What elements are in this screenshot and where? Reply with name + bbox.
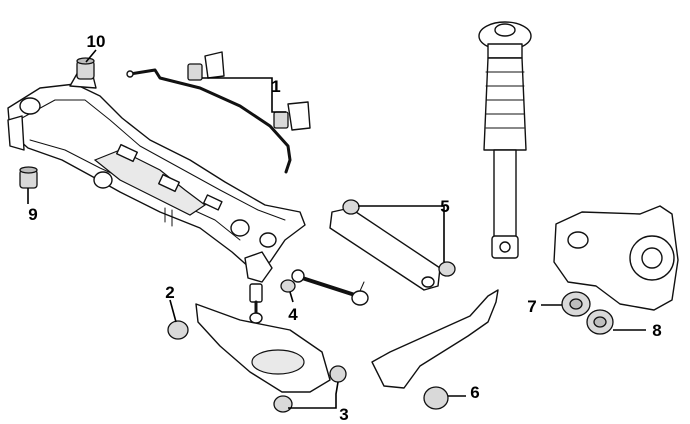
callout-3: 3: [339, 405, 348, 424]
leader-10: [85, 49, 97, 63]
leader-4: [289, 291, 294, 303]
callout-6: 6: [470, 383, 479, 402]
shock-absorber: [478, 21, 532, 259]
trailing-arm: [371, 289, 499, 410]
wheel-knuckle: [553, 205, 679, 311]
toe-link: [280, 269, 369, 306]
callout-5: 5: [440, 197, 449, 216]
upper-control-arm: [329, 199, 456, 291]
callout-10: 10: [87, 32, 106, 51]
callout-7: 7: [527, 297, 536, 316]
callout-labels: 10 9 1 2 3 4 5 6 7 8: [28, 32, 661, 424]
lower-control-arm: [167, 303, 347, 413]
stabilizer-bar: [126, 51, 311, 174]
callout-2: 2: [165, 283, 174, 302]
rear-subframe: [7, 71, 306, 283]
mount-bushing-9: [19, 166, 38, 189]
leader-lines: [27, 49, 646, 409]
leader-1: [202, 77, 286, 113]
knuckle-bushing-8: [586, 309, 614, 335]
leader-5: [358, 205, 445, 262]
knuckle-bushing-7: [561, 291, 591, 317]
callout-1: 1: [271, 77, 280, 96]
stabilizer-link: [249, 283, 263, 324]
callout-8: 8: [652, 321, 661, 340]
leader-3: [288, 381, 339, 409]
mount-bushing-10: [76, 57, 95, 80]
leader-2: [169, 299, 177, 323]
callout-4: 4: [288, 305, 298, 324]
callout-9: 9: [28, 205, 37, 224]
